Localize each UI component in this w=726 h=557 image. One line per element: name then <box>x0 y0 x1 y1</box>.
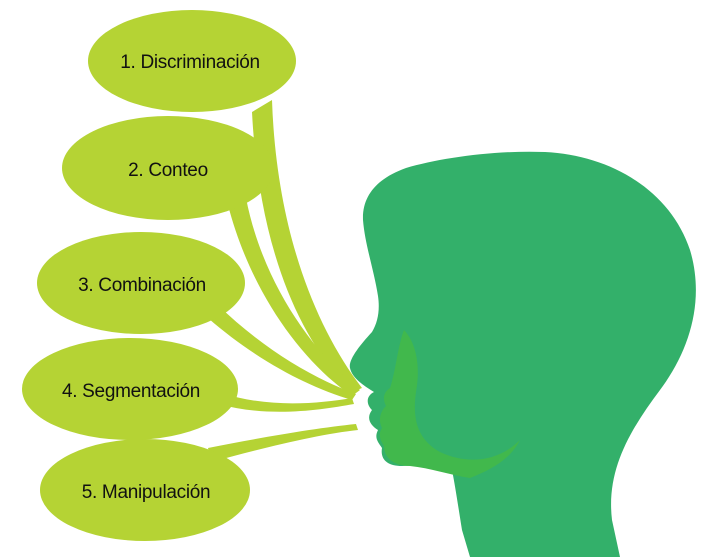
bubble-label-3: 3. Combinación <box>78 275 206 296</box>
bubble-3: 3. Combinación <box>37 232 245 334</box>
bubble-tail-5 <box>208 424 358 462</box>
jaw-shading <box>379 330 520 478</box>
bubble-1: 1. Discriminación <box>88 10 296 112</box>
bubble-5: 5. Manipulación <box>40 439 250 541</box>
bubble-tails <box>208 100 362 462</box>
bubble-tail-2 <box>228 198 360 396</box>
bubble-4: 4. Segmentación <box>22 338 238 440</box>
head-silhouette <box>349 151 696 557</box>
bubble-tail-3 <box>208 305 356 400</box>
bubble-label-4: 4. Segmentación <box>62 381 200 402</box>
bubble-tail-4 <box>218 393 354 412</box>
bubble-tail-1 <box>252 100 362 392</box>
bubble-label-1: 1. Discriminación <box>120 52 260 73</box>
bubble-2: 2. Conteo <box>62 116 274 220</box>
bubble-label-2: 2. Conteo <box>128 160 208 181</box>
bubble-label-5: 5. Manipulación <box>82 482 211 503</box>
speech-bubbles: 1. Discriminación 2. Conteo 3. Combinaci… <box>22 10 296 541</box>
